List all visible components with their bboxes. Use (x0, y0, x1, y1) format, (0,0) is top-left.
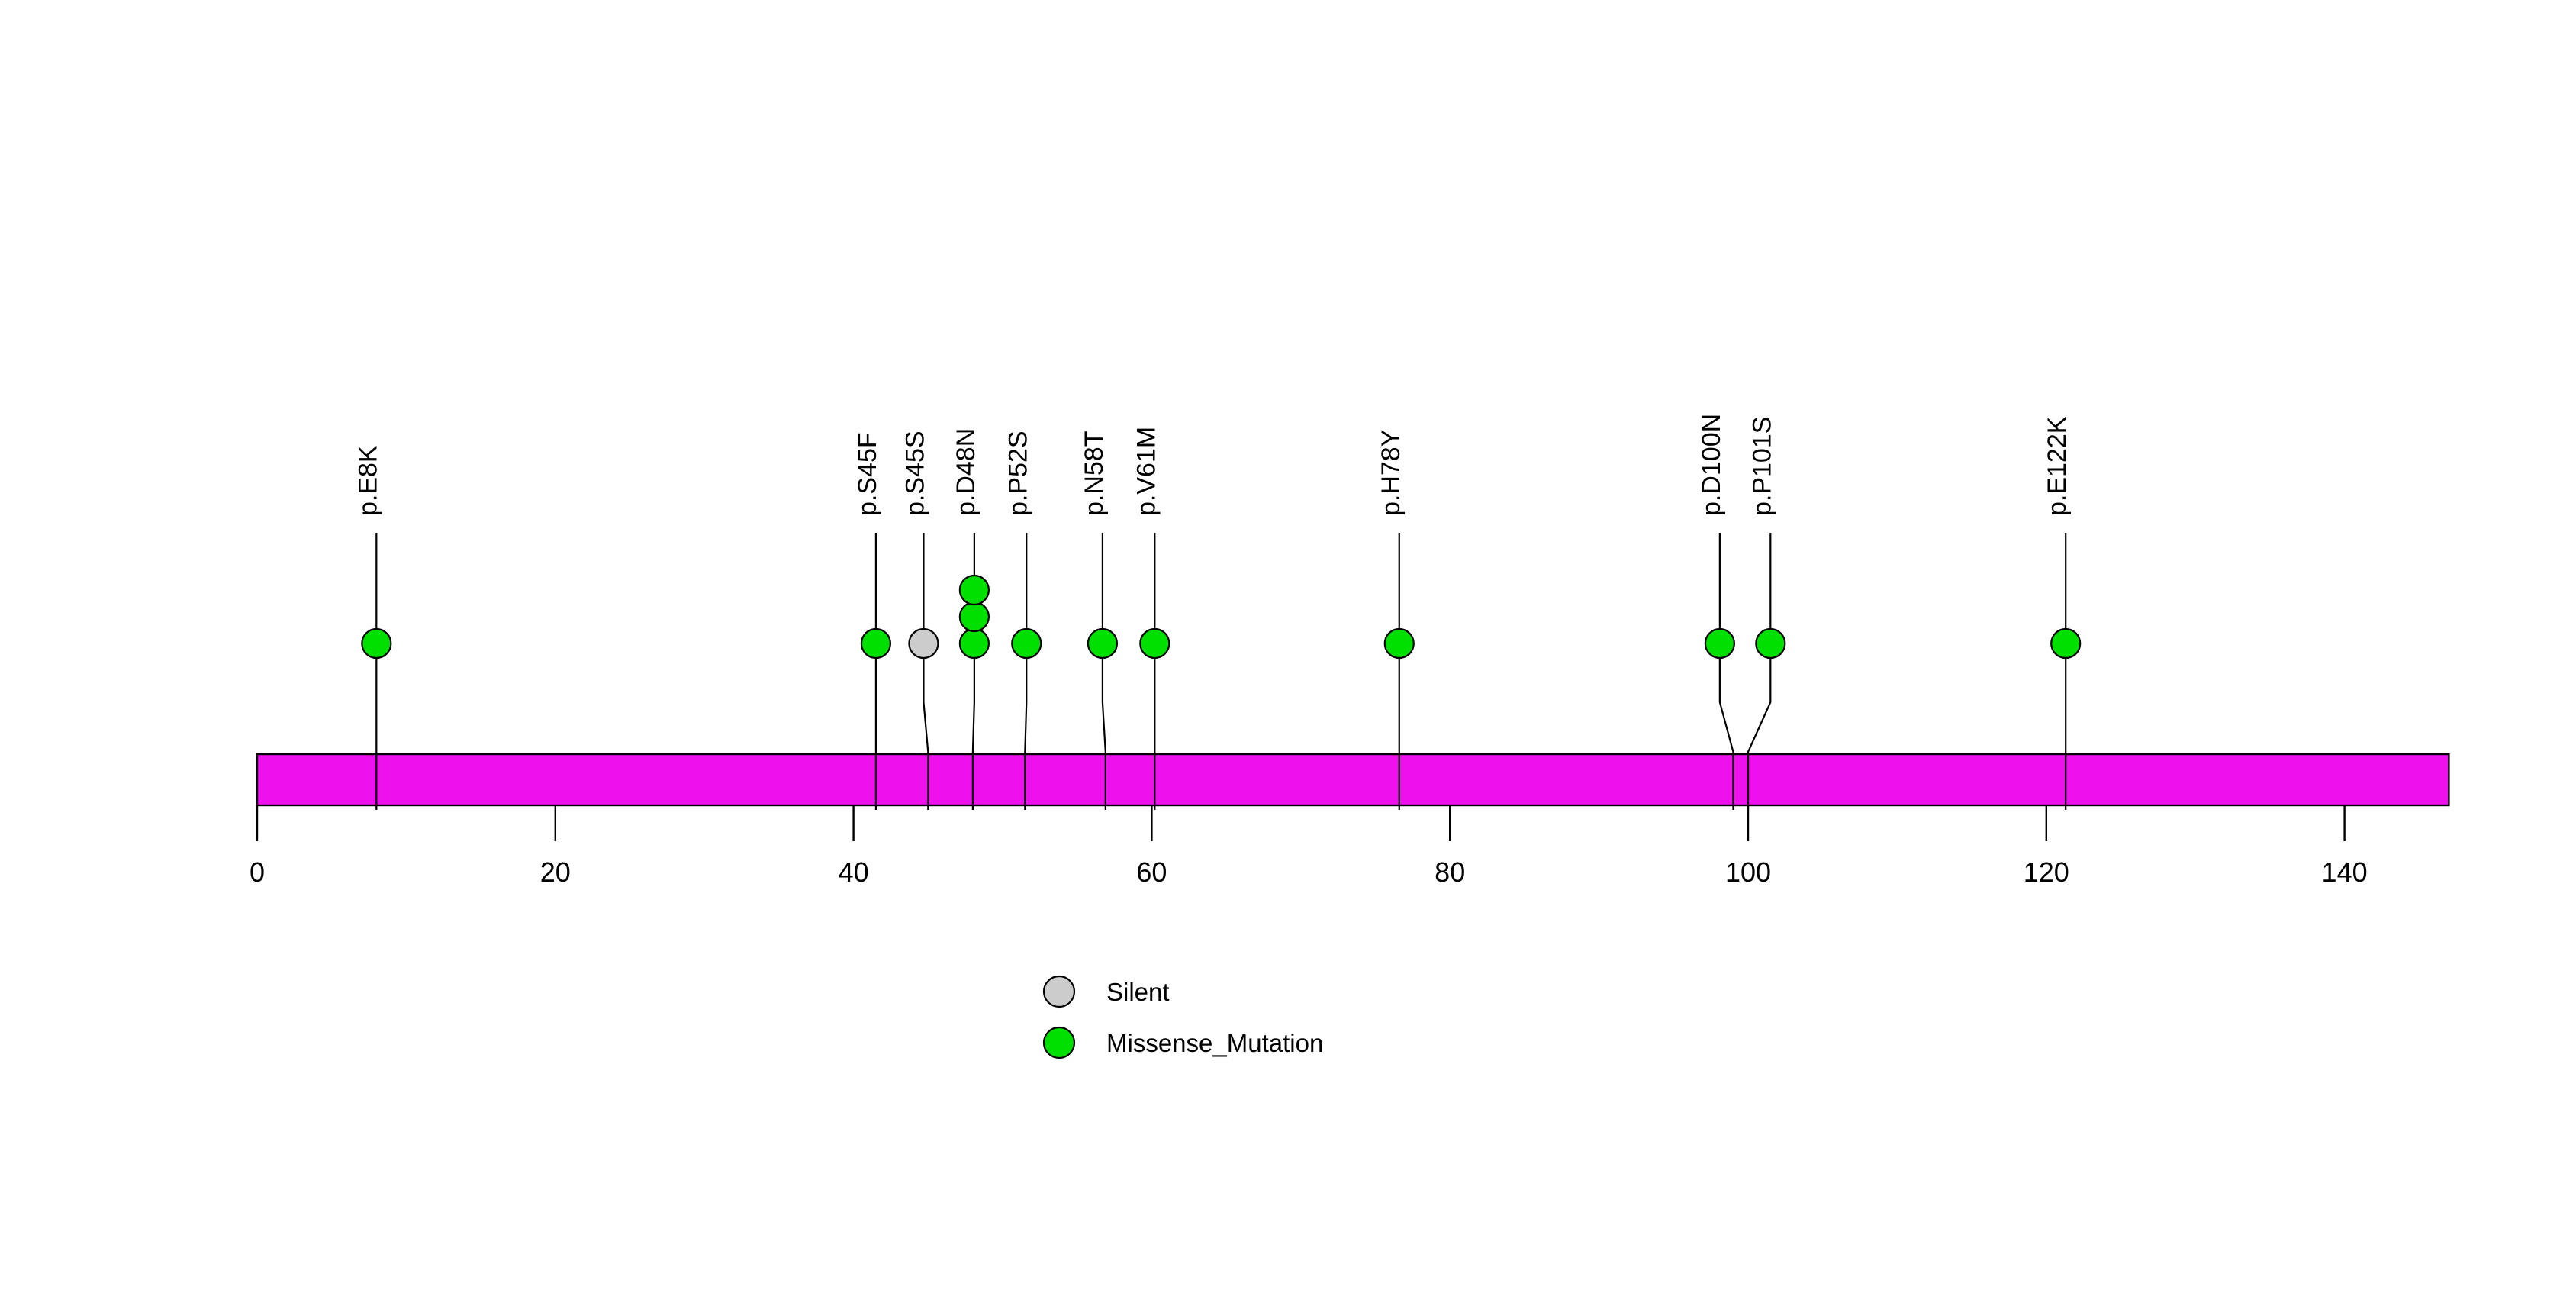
mutation-marker[interactable]: p.P101S (1747, 417, 1786, 810)
axis-tick-label: 100 (1725, 856, 1771, 888)
axis-tick-label: 0 (250, 856, 265, 888)
mutation-label: p.N58T (1080, 431, 1109, 517)
legend-label: Missense_Mutation (1106, 1029, 1323, 1057)
protein-domain-bar (256, 753, 2450, 807)
mutation-label: p.D48N (952, 428, 980, 516)
legend-swatch[interactable] (1042, 1026, 1076, 1059)
mutation-marker[interactable]: p.E122K (2043, 416, 2082, 810)
mutation-stem (1718, 533, 1734, 810)
mutation-marker[interactable]: p.H78Y (1377, 430, 1415, 810)
mutation-label: p.E122K (2043, 416, 2072, 516)
mutation-dot[interactable] (1087, 627, 1119, 660)
axis-tick-label: 140 (2322, 856, 2368, 888)
axis-tick-label: 80 (1435, 856, 1465, 888)
mutation-dot[interactable] (908, 627, 939, 660)
mutation-dot[interactable] (958, 574, 990, 606)
mutation-stem (1024, 533, 1028, 810)
mutation-dot[interactable] (958, 627, 990, 660)
mutation-marker[interactable]: p.S45S (900, 431, 939, 810)
mutation-label: p.H78Y (1377, 430, 1406, 516)
axis-tick-label: 120 (2024, 856, 2069, 888)
mutation-dot[interactable] (958, 601, 990, 633)
mutation-marker[interactable]: p.E8K (353, 445, 392, 810)
mutation-stem (1101, 533, 1106, 810)
mutation-stem (923, 533, 929, 810)
legend-label: Silent (1106, 978, 1170, 1006)
mutation-dot[interactable] (1011, 627, 1042, 660)
mutation-marker[interactable]: p.S45F (853, 432, 892, 810)
mutation-label: p.D100N (1697, 414, 1726, 516)
mutation-dot[interactable] (1704, 627, 1735, 660)
mutation-marker[interactable]: p.D100N (1697, 414, 1735, 810)
mutation-label: p.P101S (1747, 417, 1776, 516)
axis-tick-label: 20 (540, 856, 571, 888)
mutation-marker[interactable]: p.P52S (1003, 431, 1042, 810)
mutation-marker[interactable]: p.N58T (1080, 431, 1119, 811)
mutation-dot[interactable] (860, 627, 892, 660)
mutation-label: p.E8K (353, 445, 382, 516)
mutation-label: p.P52S (1003, 431, 1032, 516)
legend-swatch[interactable] (1042, 975, 1076, 1008)
mutation-marker[interactable]: p.V61M (1132, 427, 1170, 810)
mutation-dot[interactable] (2050, 627, 2082, 660)
mutation-label: p.S45S (900, 431, 929, 516)
mutation-dot[interactable] (1139, 627, 1170, 660)
mutation-label: p.V61M (1132, 427, 1161, 516)
mutation-marker[interactable]: p.D48N (952, 428, 990, 810)
mutation-label: p.S45F (853, 432, 882, 516)
mutation-dot[interactable] (1383, 627, 1415, 660)
mutation-stem (1747, 533, 1772, 810)
axis-tick-label: 40 (839, 856, 869, 888)
axis-tick-label: 60 (1136, 856, 1167, 888)
mutation-dot[interactable] (361, 627, 392, 660)
mutation-dot[interactable] (1755, 627, 1786, 660)
